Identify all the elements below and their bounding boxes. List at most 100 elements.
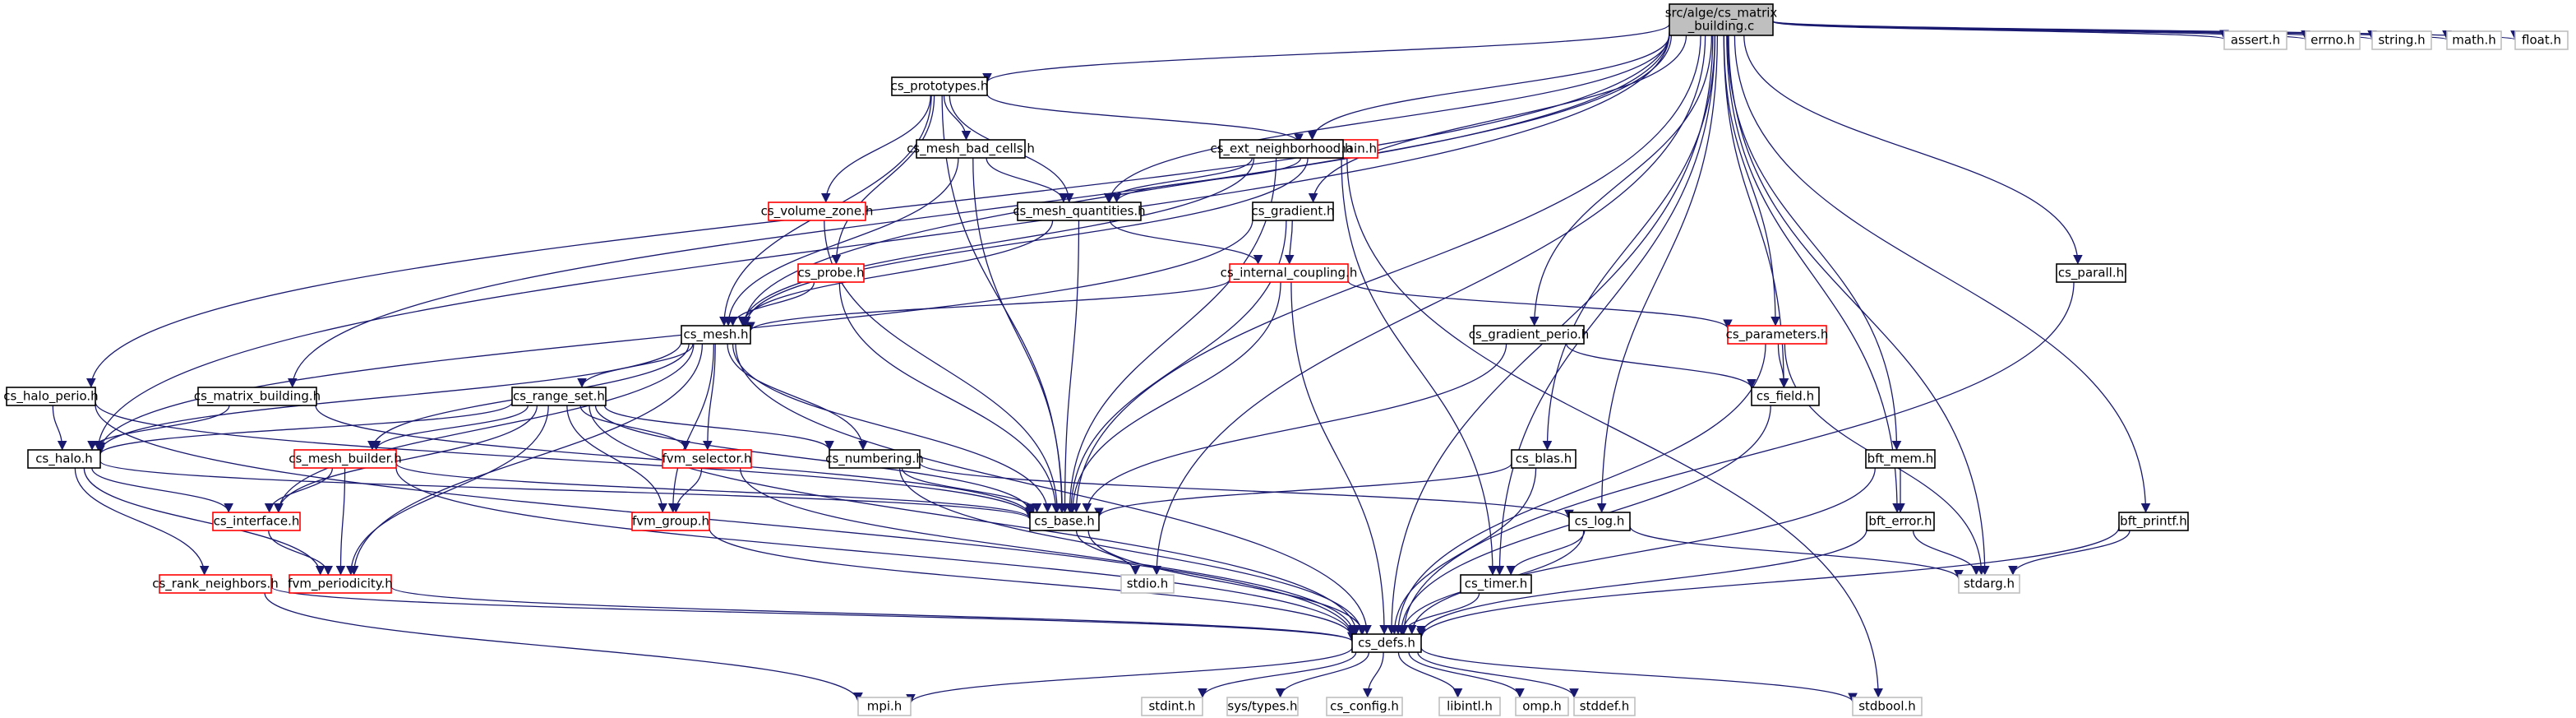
node-cs-gradient-perio[interactable]: cs_gradient_perio.h: [1469, 325, 1590, 345]
node-box: [1958, 574, 2020, 594]
node-cs-matrix-building[interactable]: cs_matrix_building.h: [194, 387, 321, 406]
edge-cs-prototypes-to-cs-mesh-bad-cells: [943, 95, 972, 141]
node-fvm-group[interactable]: fvm_group.h: [631, 512, 710, 531]
node-cs-mesh-bad-cells[interactable]: cs_mesh_bad_cells.h: [907, 139, 1035, 159]
node-cs-prototypes[interactable]: cs_prototypes.h: [891, 76, 989, 96]
node-libintl: libintl.h: [1438, 697, 1501, 716]
edge-cs-defs-to-stddef: [1417, 651, 1579, 698]
node-label: fvm_periodicity.h: [288, 577, 393, 592]
node-box: [511, 387, 607, 406]
node-cs-halo-perio[interactable]: cs_halo_perio.h: [3, 387, 99, 406]
edge-cs-defs-to-libintl: [1397, 651, 1463, 698]
node-label: cs_range_set.h: [513, 389, 605, 405]
node-label: cs_defs.h: [1358, 636, 1415, 651]
node-box: [2118, 512, 2189, 531]
node-label: cs_log.h: [1575, 514, 1625, 530]
node-cs-base[interactable]: cs_base.h: [1029, 512, 1100, 531]
node-box: [1120, 574, 1175, 594]
node-cs-ext-neighborhood[interactable]: cs_ext_neighborhood.h: [1211, 139, 1353, 159]
edge-cs-numbering-to-cs-defs: [898, 467, 1367, 635]
root-file-node[interactable]: src/alge/cs_matrix_building.c: [1665, 3, 1778, 36]
edge-cs-parameters-to-cs-field: [1777, 343, 1789, 388]
edge-cs-numbering-to-cs-base: [901, 467, 1042, 513]
node-cs-numbering[interactable]: cs_numbering.h: [825, 449, 924, 469]
node-box: [293, 449, 397, 469]
edge-cs-mesh-builder-to-cs-interface: [264, 467, 334, 513]
node-cs-timer[interactable]: cs_timer.h: [1460, 574, 1532, 594]
node-label: cs_mesh.h: [684, 327, 749, 343]
edge-bft-printf-to-stdarg: [2008, 530, 2131, 576]
node-cs-interface[interactable]: cs_interface.h: [212, 512, 301, 531]
edge-cs-mesh-to-cs-halo: [95, 340, 682, 453]
node-box: [1473, 325, 1585, 345]
node-box: [1141, 697, 1203, 716]
edge-cs-halo-perio-to-cs-halo: [52, 405, 67, 451]
edge-cs-mesh-bad-cells-to-cs-mesh-quantities: [986, 157, 1069, 203]
node-cs-defs[interactable]: cs_defs.h: [1351, 633, 1422, 653]
edge-cs-internal-coupling-to-cs-defs: [1290, 281, 1389, 635]
node-fvm-periodicity[interactable]: fvm_periodicity.h: [288, 574, 393, 594]
edge-cs-mesh-builder-to-cs-base: [395, 462, 1035, 519]
node-cs-mesh-builder[interactable]: cs_mesh_builder.h: [289, 449, 402, 469]
node-stdarg: stdarg.h: [1958, 574, 2020, 594]
edge-cs-range-set-to-fvm-periodicity: [346, 405, 549, 576]
edge-root-to-cs-gradient-perio: [1529, 35, 1713, 327]
node-bft-printf[interactable]: bft_printf.h: [2118, 512, 2189, 531]
edge-cs-range-set-to-fvm-selector: [579, 405, 690, 451]
node-label: cs_parall.h: [2058, 266, 2124, 281]
node-box: [1229, 263, 1349, 283]
edge-cs-mesh-bad-cells-to-cs-mesh: [723, 157, 959, 327]
edge-cs-halo-to-cs-base: [99, 461, 1035, 520]
edge-cs-defs-to-cs-config: [1363, 651, 1384, 698]
node-label: cs_field.h: [1757, 389, 1814, 405]
node-box: [681, 325, 751, 345]
node-box: [2305, 30, 2361, 50]
edge-root-to-cs-halo-perio: [86, 31, 1670, 388]
node-box: [2223, 30, 2287, 50]
node-label: stdint.h: [1148, 699, 1195, 714]
edge-cs-internal-coupling-to-cs-mesh: [746, 279, 1230, 332]
node-label: cs_parameters.h: [1726, 327, 1829, 343]
edge-cs-internal-coupling-to-cs-parameters: [1347, 280, 1733, 330]
edge-root-to-cs-matrix-building: [288, 33, 1670, 388]
node-cs-volume-zone[interactable]: cs_volume_zone.h: [761, 202, 874, 221]
node-cs-blas[interactable]: cs_blas.h: [1511, 449, 1577, 469]
edge-root-to-stdarg: [1728, 35, 1990, 576]
node-box: [2371, 30, 2432, 50]
node-box: [1669, 3, 1774, 36]
edge-cs-mesh-to-fvm-selector: [702, 343, 716, 451]
edge-root-to-stdio: [1152, 35, 1706, 576]
edge-cs-mesh-to-cs-numbering: [727, 343, 868, 451]
edge-cs-halo-to-cs-interface: [91, 467, 233, 513]
edge-cs-domain-to-cs-timer: [1341, 157, 1498, 576]
node-label: float.h: [2522, 33, 2561, 48]
node-stdint: stdint.h: [1141, 697, 1203, 716]
edge-fvm-periodicity-to-cs-defs: [390, 586, 1357, 642]
node-bft-error[interactable]: bft_error.h: [1866, 512, 1935, 531]
edge-cs-gradient-perio-to-cs-field: [1566, 343, 1757, 389]
node-fvm-selector[interactable]: fvm_selector.h: [662, 449, 752, 469]
edge-root-to-bft-printf: [1733, 35, 2151, 513]
node-cs-gradient[interactable]: cs_gradient.h: [1251, 202, 1335, 221]
edge-cs-defs-to-omp: [1408, 651, 1525, 698]
node-label: cs_mesh_bad_cells.h: [907, 141, 1035, 157]
node-cs-internal-coupling[interactable]: cs_internal_coupling.h: [1221, 263, 1358, 283]
edge-cs-defs-to-sys-types: [1275, 651, 1370, 698]
node-label: assert.h: [2231, 33, 2280, 48]
node-cs-field[interactable]: cs_field.h: [1751, 387, 1820, 406]
node-cs-mesh-quantities[interactable]: cs_mesh_quantities.h: [1013, 202, 1146, 221]
node-cs-rank-neighbors[interactable]: cs_rank_neighbors.h: [152, 574, 279, 594]
node-box: [1515, 697, 1569, 716]
node-cs-halo[interactable]: cs_halo.h: [27, 449, 101, 469]
node-cs-mesh[interactable]: cs_mesh.h: [681, 325, 751, 345]
node-cs-parall[interactable]: cs_parall.h: [2056, 263, 2126, 283]
node-stdbool: stdbool.h: [1852, 697, 1923, 716]
node-cs-range-set[interactable]: cs_range_set.h: [511, 387, 607, 406]
edge-cs-probe-to-cs-mesh: [727, 281, 815, 327]
node-cs-parameters[interactable]: cs_parameters.h: [1726, 325, 1829, 345]
node-cs-log[interactable]: cs_log.h: [1568, 512, 1631, 531]
edge-fvm-selector-to-fvm-group: [671, 467, 703, 513]
node-cs-probe[interactable]: cs_probe.h: [797, 263, 865, 283]
node-box: [1727, 325, 1827, 345]
node-bft-mem[interactable]: bft_mem.h: [1865, 449, 1936, 469]
